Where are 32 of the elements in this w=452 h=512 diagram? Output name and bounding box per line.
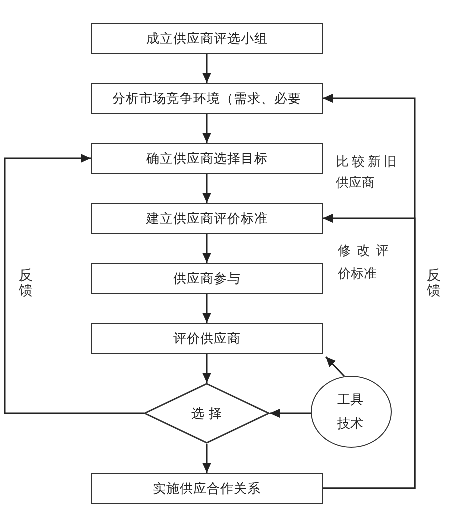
process-box — [91, 263, 323, 294]
arrow — [202, 234, 212, 263]
process-box — [91, 473, 323, 504]
process-box — [91, 143, 323, 174]
process-box — [91, 23, 323, 54]
feedback-arrow — [323, 214, 416, 490]
step-label: 成立供应商评选小组 — [146, 30, 268, 48]
step-label: 评价供应商 — [173, 330, 241, 348]
arrow — [202, 54, 212, 83]
side-note: 修改评价标准 — [338, 242, 389, 283]
arrow — [202, 294, 212, 323]
arrow — [202, 354, 212, 383]
process-box — [91, 323, 323, 354]
decision-diamond — [144, 383, 270, 444]
side-note: 比较新旧供应商 — [336, 153, 397, 192]
vertical-label: 反馈 — [427, 268, 441, 299]
arrow — [202, 114, 212, 143]
process-box — [91, 203, 323, 234]
step-label: 建立供应商评价标准 — [146, 210, 268, 228]
arrow — [325, 356, 346, 378]
arrow — [270, 409, 311, 418]
arrow — [202, 174, 212, 203]
process-box — [91, 83, 323, 114]
feedback-arrow — [4, 154, 144, 414]
decision-label: 选 择 — [191, 404, 223, 423]
step-label: 实施供应合作关系 — [153, 480, 261, 498]
vertical-label: 反馈 — [19, 268, 33, 299]
step-label: 确立供应商选择目标 — [146, 150, 268, 168]
arrow — [202, 444, 212, 473]
step-label: 供应商参与 — [173, 270, 241, 288]
step-label: 分析市场竞争环境（需求、必要 — [112, 90, 302, 108]
circle-label: 工具技术 — [338, 391, 364, 433]
